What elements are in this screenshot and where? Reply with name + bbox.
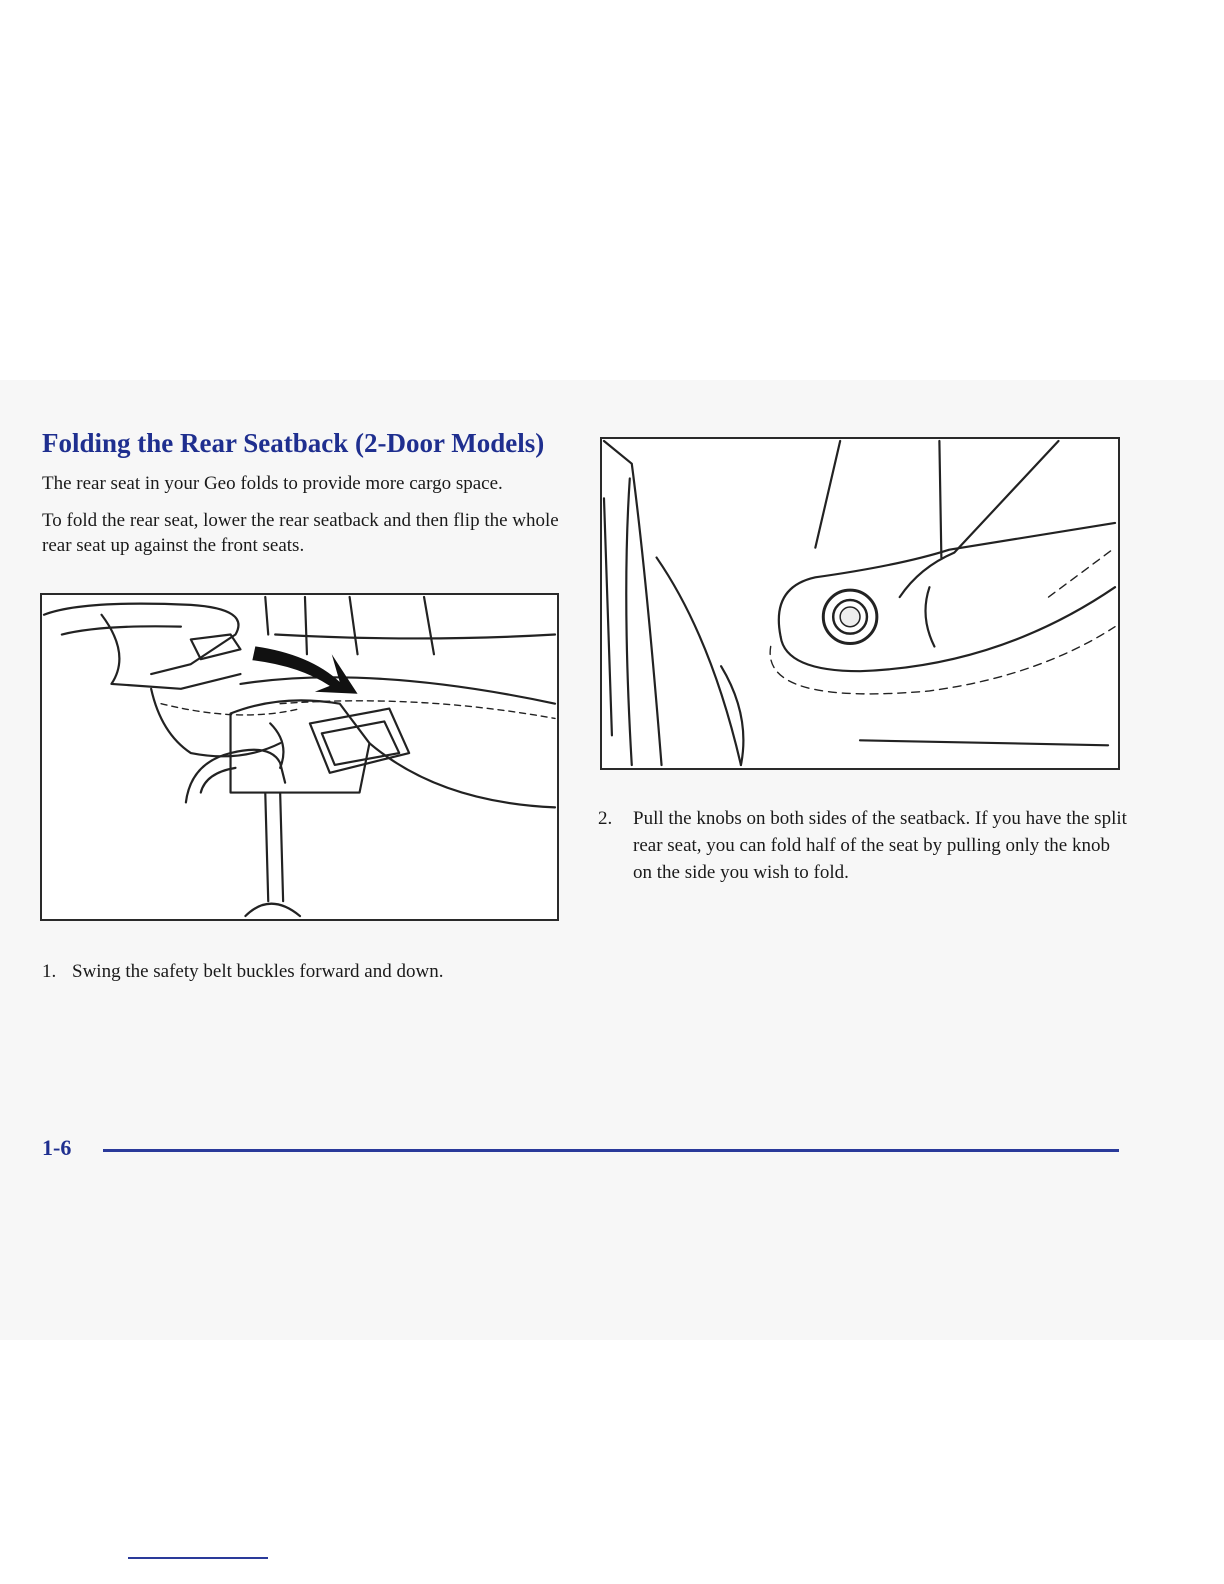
section-title: Folding the Rear Seatback (2-Door Models…: [42, 428, 545, 458]
step-1-number: 1.: [42, 961, 57, 982]
bottom-rule: [128, 1557, 268, 1559]
step-2-number: 2.: [598, 808, 613, 829]
step-1: 1. Swing the safety belt buckles forward…: [42, 958, 582, 985]
step-2: 2. Pull the knobs on both sides of the s…: [598, 805, 1128, 886]
footer-rule: [103, 1149, 1119, 1152]
step-2-text: Pull the knobs on both sides of the seat…: [633, 808, 1127, 883]
knob-icon: [821, 588, 879, 645]
page-number: 1-6: [42, 1135, 72, 1160]
seatback-drawing: [602, 439, 1117, 767]
intro-paragraph: The rear seat in your Geo folds to provi…: [42, 473, 503, 494]
buckle-drawing: [42, 595, 557, 918]
seatback-knob-illustration: [600, 437, 1120, 770]
step-1-text: Swing the safety belt buckles forward an…: [72, 961, 444, 982]
instructions-paragraph: To fold the rear seat, lower the rear se…: [42, 510, 559, 556]
arrow-icon: [252, 646, 358, 694]
buckle-illustration: [40, 593, 559, 921]
